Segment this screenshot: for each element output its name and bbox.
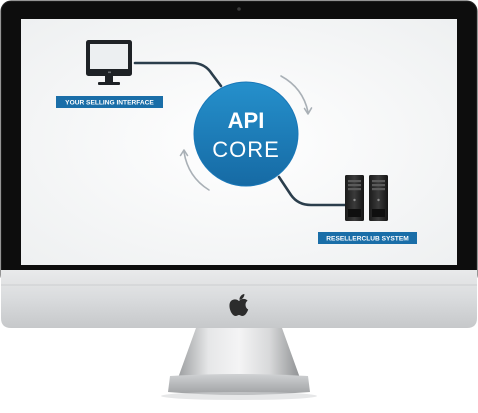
rotation-arrows xyxy=(179,75,313,191)
connector-left xyxy=(133,61,223,88)
imac-stand xyxy=(161,328,317,400)
desktop-monitor-icon xyxy=(86,40,132,85)
api-core-node: API CORE xyxy=(193,81,299,187)
resellerclub-system-label: RESELLERCLUB SYSTEM xyxy=(318,232,417,244)
connectors xyxy=(133,61,348,207)
arrow-bottom-left xyxy=(183,151,210,191)
right-node-label: RESELLERCLUB SYSTEM xyxy=(326,236,409,243)
apple-logo-icon xyxy=(229,294,249,316)
connector-right xyxy=(277,175,348,207)
arrow-top-right xyxy=(280,75,309,113)
api-core-line2: CORE xyxy=(212,137,280,162)
your-selling-interface-label: YOUR SELLING INTERFACE xyxy=(56,96,163,108)
server-tower-icon xyxy=(345,175,388,221)
imac-chin xyxy=(1,270,477,328)
left-node-label: YOUR SELLING INTERFACE xyxy=(65,100,154,107)
camera-dot xyxy=(237,7,241,11)
api-core-line1: API xyxy=(228,108,265,133)
